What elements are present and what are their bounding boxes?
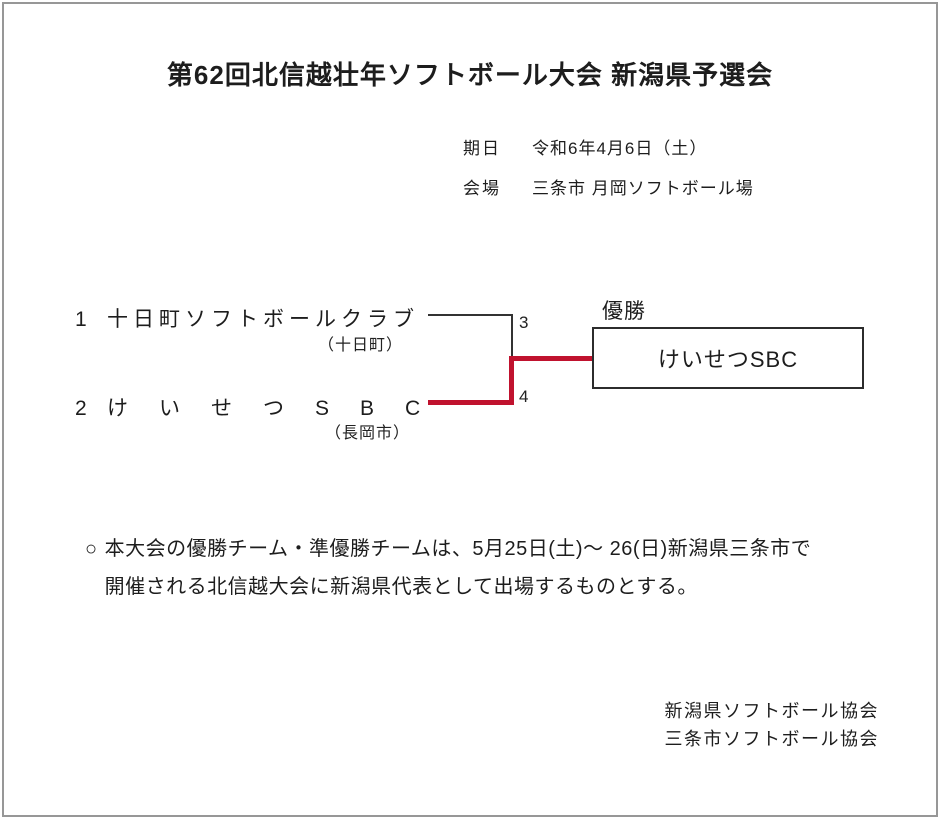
date-label: 期日 [463,139,501,158]
winner-label: 優勝 [602,300,646,323]
winner-box: けいせつSBC [592,327,864,389]
team-2-name: け い せ つ S B C [107,397,426,420]
venue-value: 三条市 月岡ソフトボール場 [532,179,754,198]
bracket-line-vertical-winner [509,356,514,405]
organizer-prefecture: 新潟県ソフトボール協会 [664,701,879,721]
date-value: 令和6年4月6日（土） [532,139,708,158]
organizer-names: 新潟県ソフトボール協会 三条市ソフトボール協会 [665,697,880,753]
team-1-seed: 1 [75,308,87,331]
team-2-location: （長岡市） [325,425,411,442]
note-bullet-circle: ○ [85,538,98,560]
event-venue-row: 会場 三条市 月岡ソフトボール場 [463,179,754,199]
note-line-2: 開催される北信越大会に新潟県代表として出場するものとする。 [104,576,698,598]
page-title: 第62回北信越壮年ソフトボール大会 新潟県予選会 [166,60,774,90]
bracket-line-to-final [511,356,592,361]
team-1-location: （十日町） [318,337,404,354]
team-2-seed: 2 [75,397,87,420]
team-row-1: 1 十日町ソフトボールクラブ [75,303,419,333]
qualification-note: ○ 本大会の優勝チーム・準優勝チームは、5月25日(土)～ 26(日)新潟県三条… [85,530,811,606]
bracket-line-team1 [428,314,513,316]
team-row-2: 2 け い せ つ S B C [75,392,425,422]
team-1-name: 十日町ソフトボールクラブ [107,308,419,331]
organizer-city: 三条市ソフトボール協会 [664,729,879,749]
bracket-line-team2-winner [428,400,514,405]
note-line-1: 本大会の優勝チーム・準優勝チームは、5月25日(土)～ 26(日)新潟県三条市で [104,538,812,560]
event-meta: 期日 令和6年4月6日（土） 会場 三条市 月岡ソフトボール場 [463,139,754,219]
winner-name: けいせつSBC [657,347,799,372]
note-text: 本大会の優勝チーム・準優勝チームは、5月25日(土)～ 26(日)新潟県三条市で… [105,530,812,606]
venue-label: 会場 [463,179,501,198]
event-date-row: 期日 令和6年4月6日（土） [463,139,754,159]
score-team-2: 4 [519,387,529,406]
score-team-1: 3 [519,313,529,332]
bracket-line-vertical-top [511,314,513,358]
